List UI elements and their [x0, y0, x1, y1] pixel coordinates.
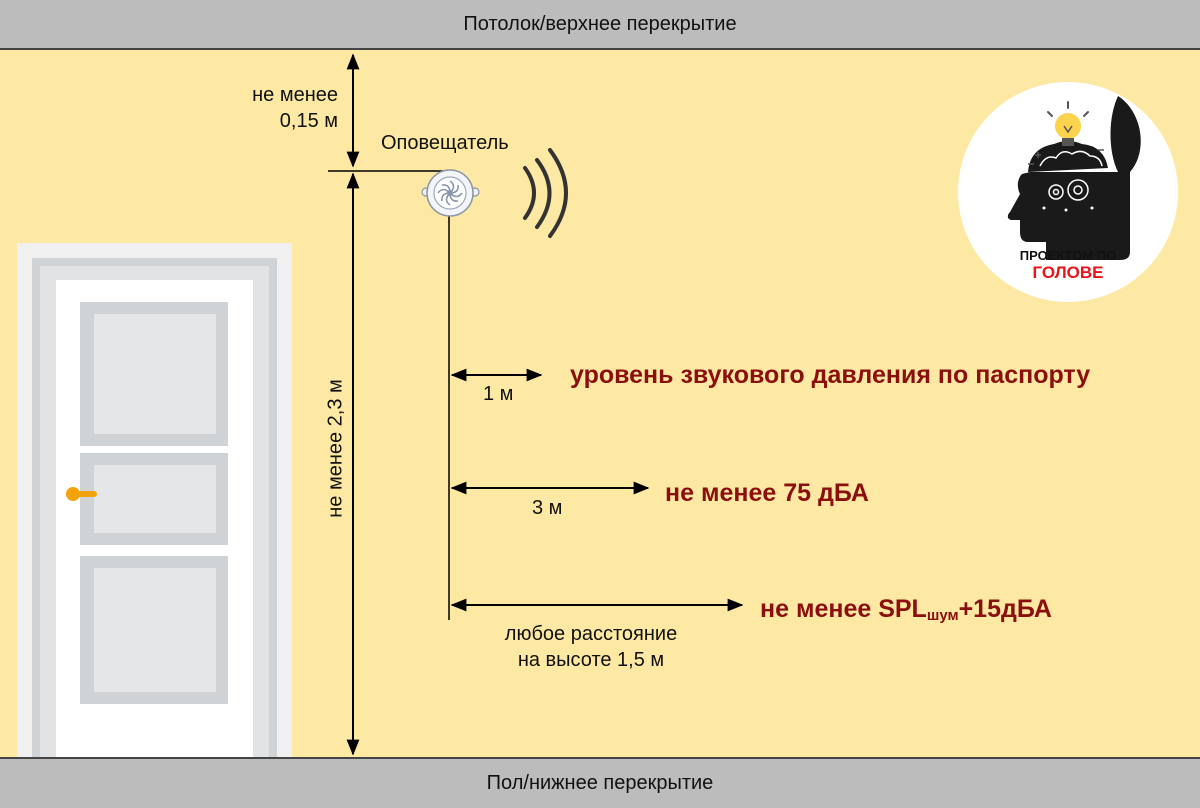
- floor-band: Пол/нижнее перекрытие: [0, 757, 1200, 808]
- distance-3m: 3 м: [532, 497, 563, 519]
- logo-text-line2: ГОЛОВЕ: [1032, 263, 1104, 282]
- requirement-any-tail: +15дБА: [958, 595, 1052, 623]
- ceiling-band: Потолок/верхнее перекрытие: [0, 0, 1200, 50]
- requirement-3m: не менее 75 дБА: [665, 479, 869, 507]
- top-gap-line1: не менее: [252, 84, 338, 106]
- distance-1m: 1 м: [483, 383, 514, 405]
- requirement-any-main: не менее SPL: [760, 595, 927, 623]
- logo-text-line1: ПРОЕКТОМ ПО: [1019, 248, 1117, 263]
- alarm-device: [421, 169, 480, 217]
- top-gap-line2: 0,15 м: [279, 110, 338, 132]
- logo: ПРОЕКТОМ ПО ГОЛОВЕ: [958, 82, 1178, 302]
- sound-waves-icon: [523, 148, 568, 238]
- device-label: Оповещатель: [381, 132, 509, 154]
- distance-any: любое расстояние на высоте 1,5 м: [496, 621, 686, 673]
- requirement-1m: уровень звукового давления по паспорту: [570, 361, 1091, 389]
- height-label: не менее 2,3 м: [324, 379, 347, 518]
- requirement-any-sub: шум: [926, 607, 959, 624]
- floor-label: Пол/нижнее перекрытие: [486, 772, 714, 794]
- top-gap-label: не менее 0,15 м: [243, 82, 338, 134]
- distance-any-line1: любое расстояние: [504, 623, 678, 645]
- distance-any-line2: на высоте 1,5 м: [517, 649, 665, 671]
- requirement-any: не менее SPLшум+15дБА: [760, 595, 1052, 624]
- ceiling-label: Потолок/верхнее перекрытие: [463, 12, 737, 35]
- head-brain-icon: [1007, 96, 1141, 260]
- door: [17, 243, 292, 757]
